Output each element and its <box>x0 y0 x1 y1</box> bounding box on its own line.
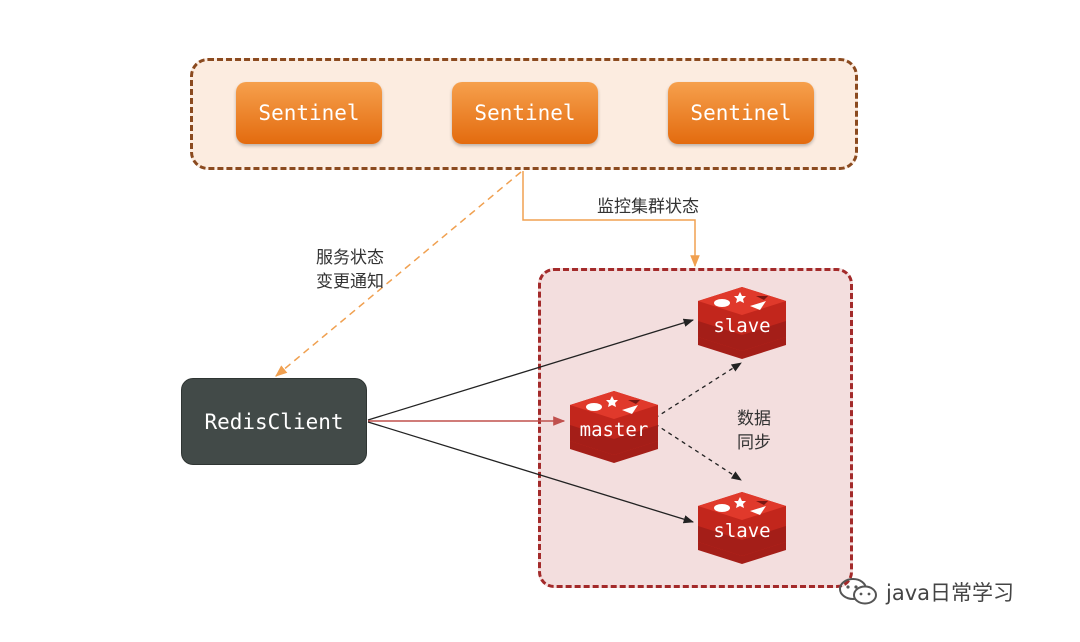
slave-bottom-label: slave <box>713 520 771 542</box>
monitor-label: 监控集群状态 <box>597 197 699 217</box>
sentinel-node-3: Sentinel <box>668 82 814 144</box>
sync-label: 数据 同步 <box>737 409 771 453</box>
redis-client-node: RedisClient <box>181 378 367 465</box>
notify-label: 服务状态 变更通知 <box>316 248 384 292</box>
sentinel-node-1: Sentinel <box>236 82 382 144</box>
slave-node-top: slave <box>694 279 790 363</box>
master-label: master <box>579 419 649 441</box>
watermark-text: java日常学习 <box>886 581 1014 605</box>
slave-node-bottom: slave <box>694 484 790 568</box>
redis-logo-icon <box>570 391 658 463</box>
wechat-icon <box>839 578 877 605</box>
redis-logo-icon <box>698 287 786 359</box>
redis-logo-icon <box>698 492 786 564</box>
master-node: master <box>566 383 662 467</box>
sentinel-node-2: Sentinel <box>452 82 598 144</box>
slave-top-label: slave <box>713 315 771 337</box>
watermark: java日常学习 <box>838 576 1014 608</box>
